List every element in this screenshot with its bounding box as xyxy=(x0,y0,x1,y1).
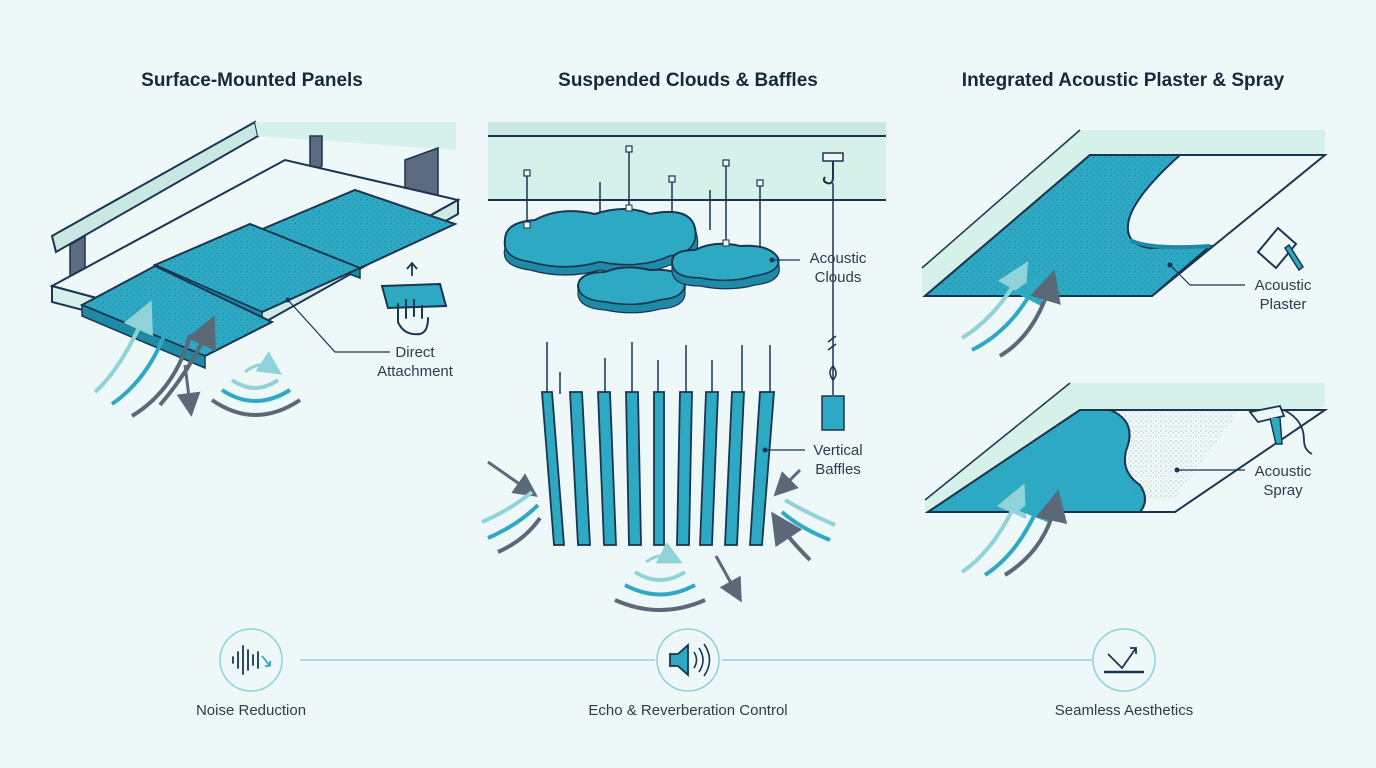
reflection-icon xyxy=(1092,628,1156,692)
title-surface-mounted: Surface-Mounted Panels xyxy=(141,70,363,91)
surface-mounted-illustration xyxy=(49,120,461,418)
suspended-illustration xyxy=(481,122,886,612)
callout-acoustic-clouds-line2: Clouds xyxy=(814,269,862,286)
feature-echo-control: Echo & Reverberation Control xyxy=(588,702,788,719)
speaker-icon xyxy=(656,628,720,692)
callout-acoustic-plaster-line1: Acoustic xyxy=(1254,277,1312,294)
sound-wave-icon xyxy=(219,628,283,692)
callout-acoustic-spray-line1: Acoustic xyxy=(1254,463,1312,480)
callout-acoustic-spray: Acoustic Spray xyxy=(1245,462,1321,500)
callout-direct-attachment: Direct Attachment xyxy=(360,343,470,381)
callout-vertical-baffles-line1: Vertical xyxy=(813,442,863,459)
callout-acoustic-clouds-line1: Acoustic xyxy=(809,250,867,267)
callout-acoustic-spray-line2: Spray xyxy=(1263,482,1303,499)
feature-noise-reduction: Noise Reduction xyxy=(195,702,307,719)
callout-vertical-baffles-line2: Baffles xyxy=(815,461,861,478)
title-suspended: Suspended Clouds & Baffles xyxy=(558,70,818,91)
callout-direct-attachment-line1: Direct xyxy=(395,344,435,361)
callout-acoustic-plaster-line2: Plaster xyxy=(1259,296,1307,313)
callout-direct-attachment-line2: Attachment xyxy=(377,363,453,380)
feature-seamless-aesthetics: Seamless Aesthetics xyxy=(1054,702,1194,719)
callout-acoustic-clouds: Acoustic Clouds xyxy=(800,249,876,287)
callout-acoustic-plaster: Acoustic Plaster xyxy=(1245,276,1321,314)
integrated-illustration xyxy=(921,129,1329,577)
title-integrated: Integrated Acoustic Plaster & Spray xyxy=(961,70,1285,91)
callout-vertical-baffles: Vertical Baffles xyxy=(802,441,874,479)
